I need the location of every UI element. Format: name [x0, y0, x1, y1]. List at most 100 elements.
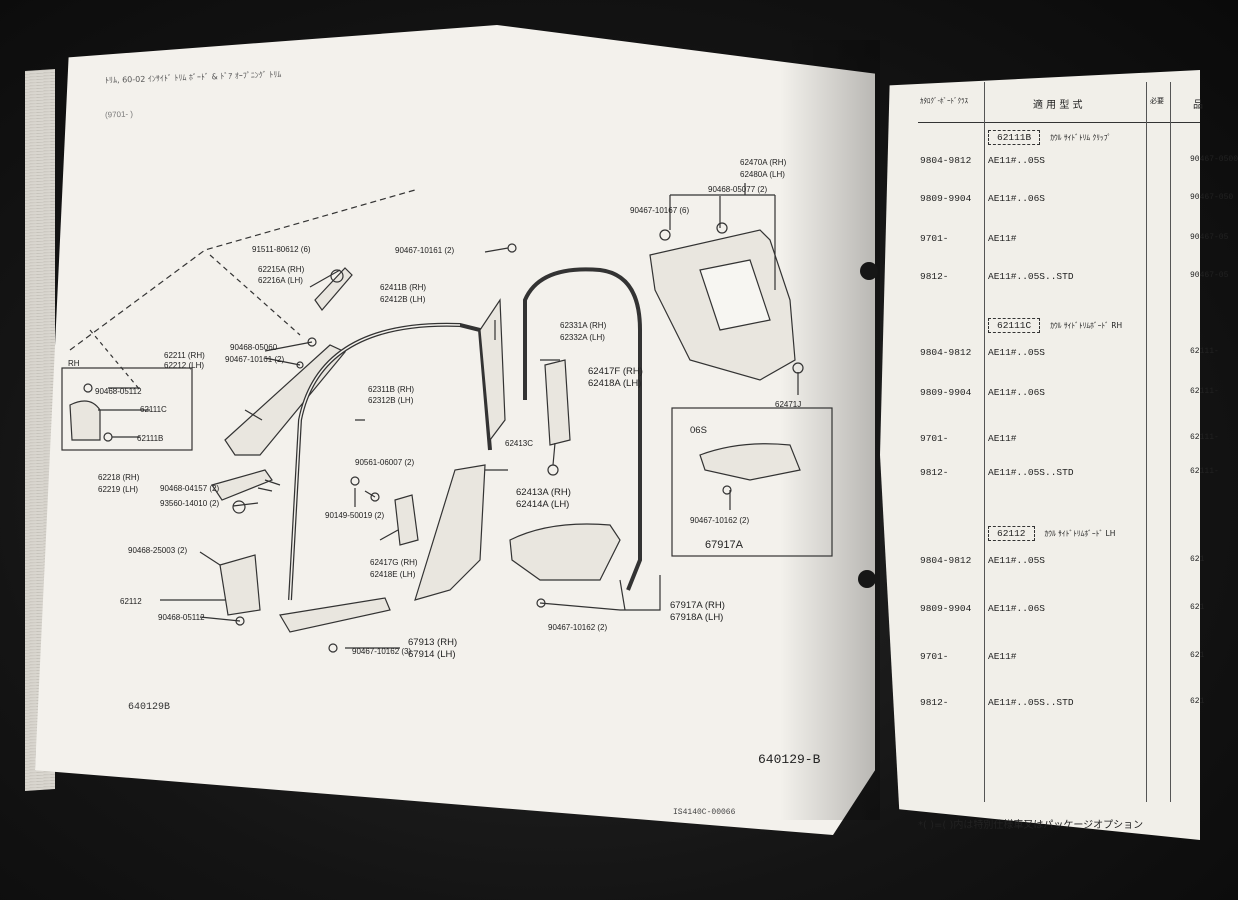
callout-label: 62412B (LH) — [380, 295, 426, 304]
callout-label: 90149-50019 (2) — [325, 511, 384, 520]
dash-outline — [89, 329, 141, 391]
column-header-qty: 必要 — [1150, 97, 1164, 105]
callout-label: 90467-10161 (2) — [225, 355, 284, 364]
clip-icon — [792, 362, 804, 374]
parts-diagram: 62470A (RH) 62480A (LH) 90468-05077 (2) … — [61, 158, 833, 660]
inset-label: 06S — [690, 425, 707, 436]
table-row: 9701-AE11#90467-05 — [920, 233, 1229, 244]
scuff-plate-06s — [699, 443, 801, 481]
rh-label: RH — [68, 359, 80, 368]
clip-icon — [659, 229, 671, 241]
callout-label: 62212 (LH) — [164, 361, 204, 370]
callout-label: 62211 (RH) — [164, 351, 205, 360]
callout-label: 62414A (LH) — [516, 499, 569, 510]
center-pillar-upper — [479, 298, 506, 442]
table-header: ｶﾀﾛｸﾞ-ﾎﾞｰﾄﾞｸﾗｽ 適 用 型 式 必要 品 — [918, 82, 1203, 123]
binding-hole — [858, 570, 876, 588]
callout-label: 90467-10167 (6) — [630, 206, 689, 215]
callout-label: 62470A (RH) — [740, 158, 787, 167]
s-marker-icon — [232, 500, 246, 514]
figure-id-small: 640129B — [128, 702, 171, 713]
06s-inset-box — [671, 407, 833, 557]
callout-label: 90468-05112 — [158, 613, 205, 622]
column-header-part: 品 — [1193, 100, 1203, 111]
b-marker-icon — [330, 269, 344, 283]
callout-label: 67918A (LH) — [670, 612, 723, 623]
clip-icon — [103, 432, 113, 442]
cowl-trim-rh — [69, 400, 101, 441]
callout-label: 90561-06007 (2) — [355, 458, 414, 467]
callout-label: 93560-14010 (2) — [160, 499, 219, 508]
callout-label: 90468-05077 (2) — [708, 185, 767, 194]
callout-label: 62413A (RH) — [516, 487, 571, 498]
callout-label: 67914 (LH) — [408, 649, 456, 660]
seatbelt-cover — [394, 494, 419, 546]
callout-label: 90468-05112 — [95, 387, 142, 396]
callout-label: 90467-10162 (2) — [690, 516, 749, 525]
callout-label: 62480A (LH) — [740, 170, 785, 179]
callout-label: 67917A (RH) — [670, 600, 725, 611]
column-header-period: ｶﾀﾛｸﾞ-ﾎﾞｰﾄﾞｸﾗｽ — [920, 97, 969, 105]
callout-label: 62216A (LH) — [258, 276, 303, 285]
callout-label: 62417G (RH) — [370, 558, 418, 567]
callout-label: 91511-80612 (6) — [252, 245, 311, 254]
cowl-side-trim — [211, 469, 273, 501]
binding-hole — [860, 262, 878, 280]
table-footnote: *( )=( )内は特別仕様車又はパッケージオプション — [918, 820, 1144, 831]
callout-label: 62332A (LH) — [560, 333, 605, 342]
cowl-bracket — [219, 554, 261, 616]
center-pillar-lower — [544, 359, 571, 446]
scuff-plate-rear — [509, 523, 621, 581]
callout-label: 62312B (LH) — [368, 396, 414, 405]
callout-label: 62219 (LH) — [98, 485, 138, 494]
callout-label: 67917A — [705, 539, 744, 551]
callout-label: 62112 — [120, 597, 142, 606]
callout-label: 62418E (LH) — [370, 570, 416, 579]
callout-label: 62413C — [505, 439, 533, 448]
callout-label: 62417F (RH) — [588, 366, 643, 377]
callout-label: 62418A (LH) — [588, 378, 641, 389]
callout-label: 62411B (RH) — [380, 283, 426, 292]
pillar-outline — [209, 254, 301, 336]
callout-label: 62218 (RH) — [98, 473, 140, 482]
callout-label: 62215A (RH) — [258, 265, 305, 274]
left-page — [35, 25, 875, 835]
scuff-plate-front — [279, 597, 391, 633]
callout-label: 90468-04157 (2) — [160, 484, 219, 493]
callout-label: 90467-10162 (3) — [352, 647, 411, 656]
table-row: 9701-AE11#62111- — [920, 433, 1219, 444]
column-header-model: 適 用 型 式 — [1033, 100, 1083, 111]
clip-icon — [83, 383, 93, 393]
callout-label: 62331A (RH) — [560, 321, 607, 330]
callout-label: 62111B — [137, 434, 163, 443]
callout-label: 62111C — [140, 405, 167, 414]
callout-label: 90468-05060 — [230, 343, 278, 352]
callout-label: 90467-10162 (2) — [548, 623, 607, 632]
door-weatherstrip-rear — [523, 267, 642, 591]
print-code: IS4140C-00066 — [673, 808, 736, 817]
callout-label: 90467-10161 (2) — [395, 246, 454, 255]
table-row: 9701-AE11#621 — [920, 651, 1205, 662]
b-pillar-lower-trim — [414, 464, 486, 601]
clip-icon — [507, 243, 517, 253]
clip-icon — [716, 222, 728, 234]
roof-outline — [69, 189, 416, 351]
callout-label: 90468-25003 (2) — [128, 546, 187, 555]
figure-id: 640129-B — [758, 752, 821, 767]
callout-label: 62311B (RH) — [368, 385, 414, 394]
callout-label: 67913 (RH) — [408, 637, 457, 648]
rh-inset-box — [61, 367, 193, 451]
callout-label: 62471J — [775, 400, 801, 409]
